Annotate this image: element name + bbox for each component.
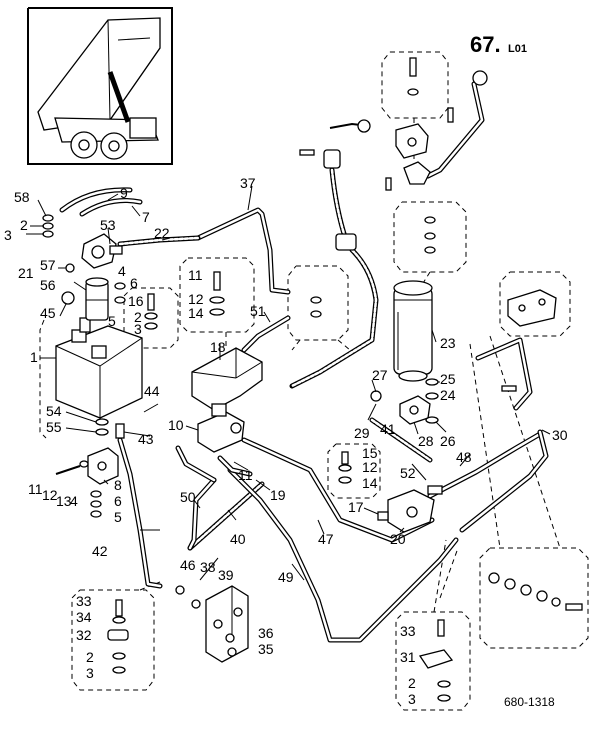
callout: 28	[418, 433, 434, 449]
callout: 16	[128, 293, 144, 309]
callout: 43	[138, 431, 154, 447]
callout: 31	[400, 649, 416, 665]
callout: 3	[408, 691, 416, 707]
callout: 25	[440, 371, 456, 387]
truck-inset	[27, 7, 173, 165]
callout: 12	[362, 459, 378, 475]
callouts: 58 2 3 9 7 53 22 4 57 21 56 6 5 16 2 3 4…	[4, 175, 568, 707]
callout: 58	[14, 189, 30, 205]
callout: 40	[230, 531, 246, 547]
callout: 5	[108, 313, 116, 329]
callout: 52	[400, 465, 416, 481]
callout: 2	[86, 649, 94, 665]
valve-cover	[191, 347, 263, 411]
callout: 45	[40, 305, 56, 321]
callout: 42	[92, 543, 108, 559]
callout: 11	[238, 467, 253, 483]
bracket-39	[205, 585, 249, 663]
fasteners	[42, 57, 583, 702]
callout: 3	[134, 321, 142, 337]
callout: 1	[30, 349, 38, 365]
oil-tank	[55, 317, 143, 419]
lever-mechanism	[329, 70, 488, 185]
callout: 53	[100, 217, 116, 233]
callout: 54	[46, 403, 62, 419]
filter-56	[85, 277, 109, 321]
callout: 49	[278, 569, 294, 585]
page-suffix: L01	[508, 43, 527, 55]
callout: 12	[42, 487, 58, 503]
callout: 7	[142, 209, 150, 225]
callout: 32	[76, 627, 92, 643]
callout: 30	[552, 427, 568, 443]
callout: 14	[362, 475, 378, 491]
callout: 10	[168, 417, 184, 433]
callout: 46	[180, 557, 196, 573]
callout: 26	[440, 433, 456, 449]
callout: 11	[28, 481, 43, 497]
callout: 35	[258, 641, 274, 657]
callout: 37	[240, 175, 256, 191]
callout: 2	[134, 309, 142, 325]
callout: 17	[348, 499, 364, 515]
callout: 4	[118, 263, 126, 279]
callout: 36	[258, 625, 274, 641]
callout: 29	[354, 425, 370, 441]
callout: 9	[120, 185, 128, 201]
callout: 33	[76, 593, 92, 609]
callout: 20	[390, 531, 406, 547]
figure-reference: 680-1318	[504, 695, 555, 709]
callout: 55	[46, 419, 62, 435]
callout: 12	[188, 291, 204, 307]
callout: 18	[210, 339, 226, 355]
callout: 2	[20, 217, 28, 233]
callout: 3	[86, 665, 94, 681]
callout: 38	[200, 559, 216, 575]
bracket-8	[87, 447, 119, 485]
callout: 56	[40, 277, 56, 293]
leaders	[26, 185, 551, 581]
callout: 48	[456, 449, 472, 465]
callout: 3	[4, 227, 12, 243]
callout: 33	[400, 623, 416, 639]
callout: 2	[408, 675, 416, 691]
callout: 8	[114, 477, 122, 493]
callout: 13	[56, 493, 72, 509]
page-number: 67.	[470, 32, 501, 57]
callout: 44	[144, 383, 160, 399]
callout: 6	[114, 493, 122, 509]
pump	[81, 233, 123, 269]
grip	[323, 149, 357, 251]
callout: 50	[180, 489, 196, 505]
callout: 39	[218, 567, 234, 583]
callout: 15	[362, 445, 378, 461]
callout: 4	[70, 493, 78, 509]
callout: 57	[40, 257, 56, 273]
callout: 6	[130, 275, 138, 291]
distribution-block	[377, 489, 435, 533]
accumulator	[393, 280, 433, 382]
callout: 27	[372, 367, 388, 383]
callout: 22	[154, 225, 170, 241]
control-valve	[197, 403, 245, 453]
callout: 19	[270, 487, 286, 503]
components	[55, 70, 557, 663]
callout: 5	[114, 509, 122, 525]
callout: 11	[188, 267, 203, 283]
callout: 23	[440, 335, 456, 351]
callout: 14	[188, 305, 204, 321]
callout: 24	[440, 387, 456, 403]
callout: 21	[18, 265, 34, 281]
callout: 41	[380, 421, 396, 437]
pipes	[59, 81, 549, 643]
callout: 51	[250, 303, 266, 319]
callout: 47	[318, 531, 334, 547]
callout: 34	[76, 609, 92, 625]
bracket-detail	[507, 289, 557, 327]
